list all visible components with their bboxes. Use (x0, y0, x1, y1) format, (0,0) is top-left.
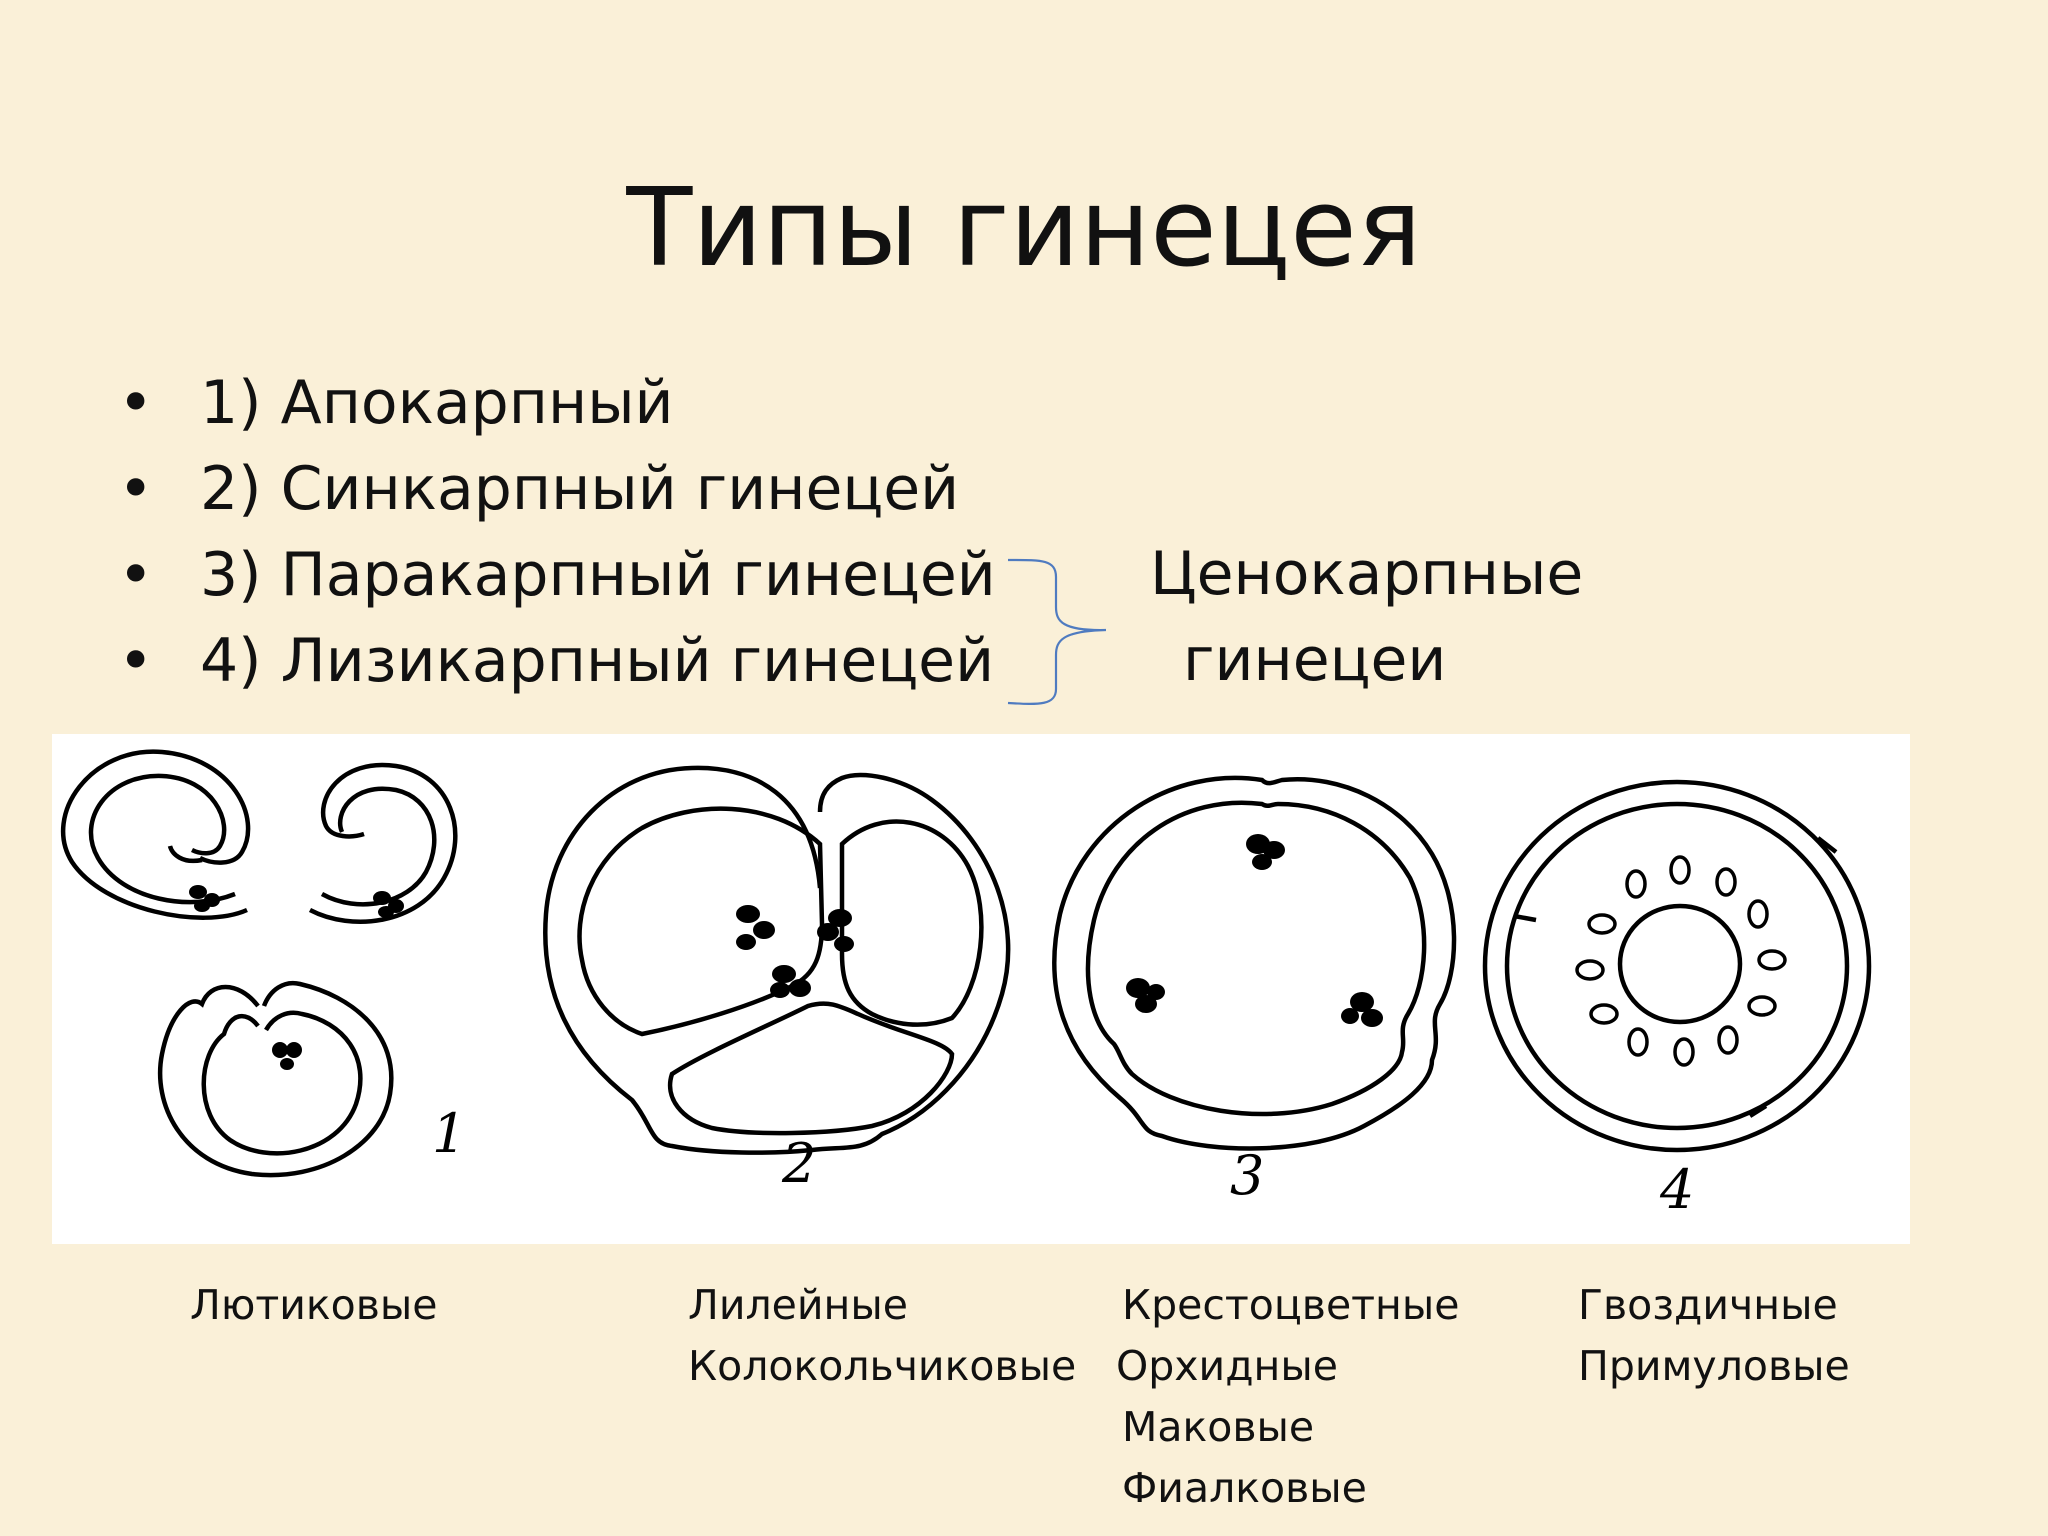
gynoecium-drawings: 1 2 3 4 (60, 749, 1872, 1221)
bullet-marker: • (118, 454, 154, 524)
list-item-text: 1) Апокарпный (200, 368, 674, 438)
list-item: • 4) Лизикарпный гинецей (118, 618, 996, 704)
family-name: Орхидные (1116, 1342, 1338, 1390)
family-name: Примуловые (1578, 1342, 1850, 1390)
list-item-text: 3) Паракарпный гинецей (200, 540, 996, 610)
gynoecium-figure: 1 2 3 4 (52, 734, 1910, 1244)
list-item: • 2) Синкарпный гинецей (118, 446, 996, 532)
curly-brace-icon (1007, 558, 1107, 705)
list-item: • 3) Паракарпный гинецей (118, 532, 996, 618)
bullet-marker: • (118, 540, 154, 610)
syncarpous-diagram (543, 765, 1011, 1155)
family-name: Колокольчиковые (688, 1342, 1077, 1390)
family-name: Крестоцветные (1122, 1281, 1460, 1329)
apocarpous-diagram (60, 749, 458, 1178)
page-title: Типы гинецея (626, 166, 1422, 292)
bullet-marker: • (118, 626, 154, 696)
figure-number: 1 (432, 1102, 466, 1165)
family-list-1: Лютиковые (190, 1275, 437, 1336)
family-list-4: Гвоздичные Примуловые (1578, 1275, 1850, 1397)
group-label-line2: гинецеи (1183, 625, 1447, 695)
group-label-line1: Ценокарпные (1150, 539, 1584, 609)
family-name: Лютиковые (190, 1281, 438, 1329)
family-name: Лилейные (688, 1281, 908, 1329)
family-name: Фиалковые (1122, 1464, 1367, 1512)
family-list-2: Лилейные Колокольчиковые (688, 1275, 1076, 1397)
figure-number: 2 (781, 1132, 816, 1195)
list-item-text: 4) Лизикарпный гинецей (200, 626, 995, 696)
bullet-list: • 1) Апокарпный • 2) Синкарпный гинецей • 3… (118, 360, 996, 704)
list-item: • 1) Апокарпный (118, 360, 996, 446)
family-list-3: Крестоцветные Орхидные Маковые Фиалковые (1116, 1275, 1460, 1519)
lysicarpous-diagram (1482, 779, 1872, 1153)
figure-number: 3 (1230, 1144, 1264, 1207)
list-item-text: 2) Синкарпный гинецей (200, 454, 960, 524)
paracarpous-diagram (1052, 775, 1457, 1151)
figure-number: 4 (1659, 1158, 1694, 1221)
bullet-marker: • (118, 368, 154, 438)
family-name: Маковые (1122, 1403, 1315, 1451)
coenocarpous-label: Ценокарпные гинецеи (1150, 531, 1583, 703)
family-name: Гвоздичные (1578, 1281, 1838, 1329)
